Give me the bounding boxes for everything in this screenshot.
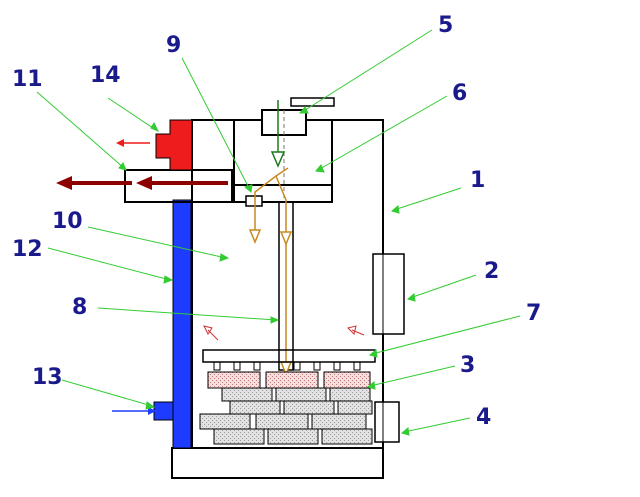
inlet-arrow (112, 407, 156, 415)
boiler-base (171, 447, 384, 479)
callout-9: 9 (166, 33, 181, 58)
flame-paths (248, 167, 293, 376)
air-flow-arrow (270, 100, 286, 168)
gas-direction-arrows (203, 325, 365, 341)
loading-door (372, 253, 405, 335)
flue-pipe (124, 169, 233, 203)
callout-3: 3 (460, 353, 475, 378)
air-inlet-housing (261, 109, 307, 136)
callout-6: 6 (452, 81, 467, 106)
callout-1: 1 (470, 168, 485, 193)
valve-sensor (245, 195, 263, 207)
flue-gas-arrows (56, 176, 228, 190)
callout-5: 5 (438, 13, 453, 38)
ash-door (374, 401, 400, 443)
callout-labels: 1 2 3 4 5 6 7 8 9 10 11 12 13 14 (12, 13, 541, 430)
callout-7: 7 (526, 301, 541, 326)
callout-10: 10 (52, 209, 83, 234)
air-damper (290, 97, 335, 107)
callout-2: 2 (484, 259, 499, 284)
callout-4: 4 (476, 405, 491, 430)
water-jacket (172, 199, 192, 449)
fuel-load (199, 371, 373, 445)
leader-lines (36, 29, 521, 436)
callout-8: 8 (72, 295, 87, 320)
water-inlet-pipe (153, 401, 174, 421)
callout-13: 13 (32, 365, 63, 390)
callout-14: 14 (90, 63, 121, 88)
outlet-arrow (116, 139, 150, 147)
callout-12: 12 (12, 237, 43, 262)
hot-water-outlet (155, 119, 193, 171)
callout-11: 11 (12, 67, 43, 92)
